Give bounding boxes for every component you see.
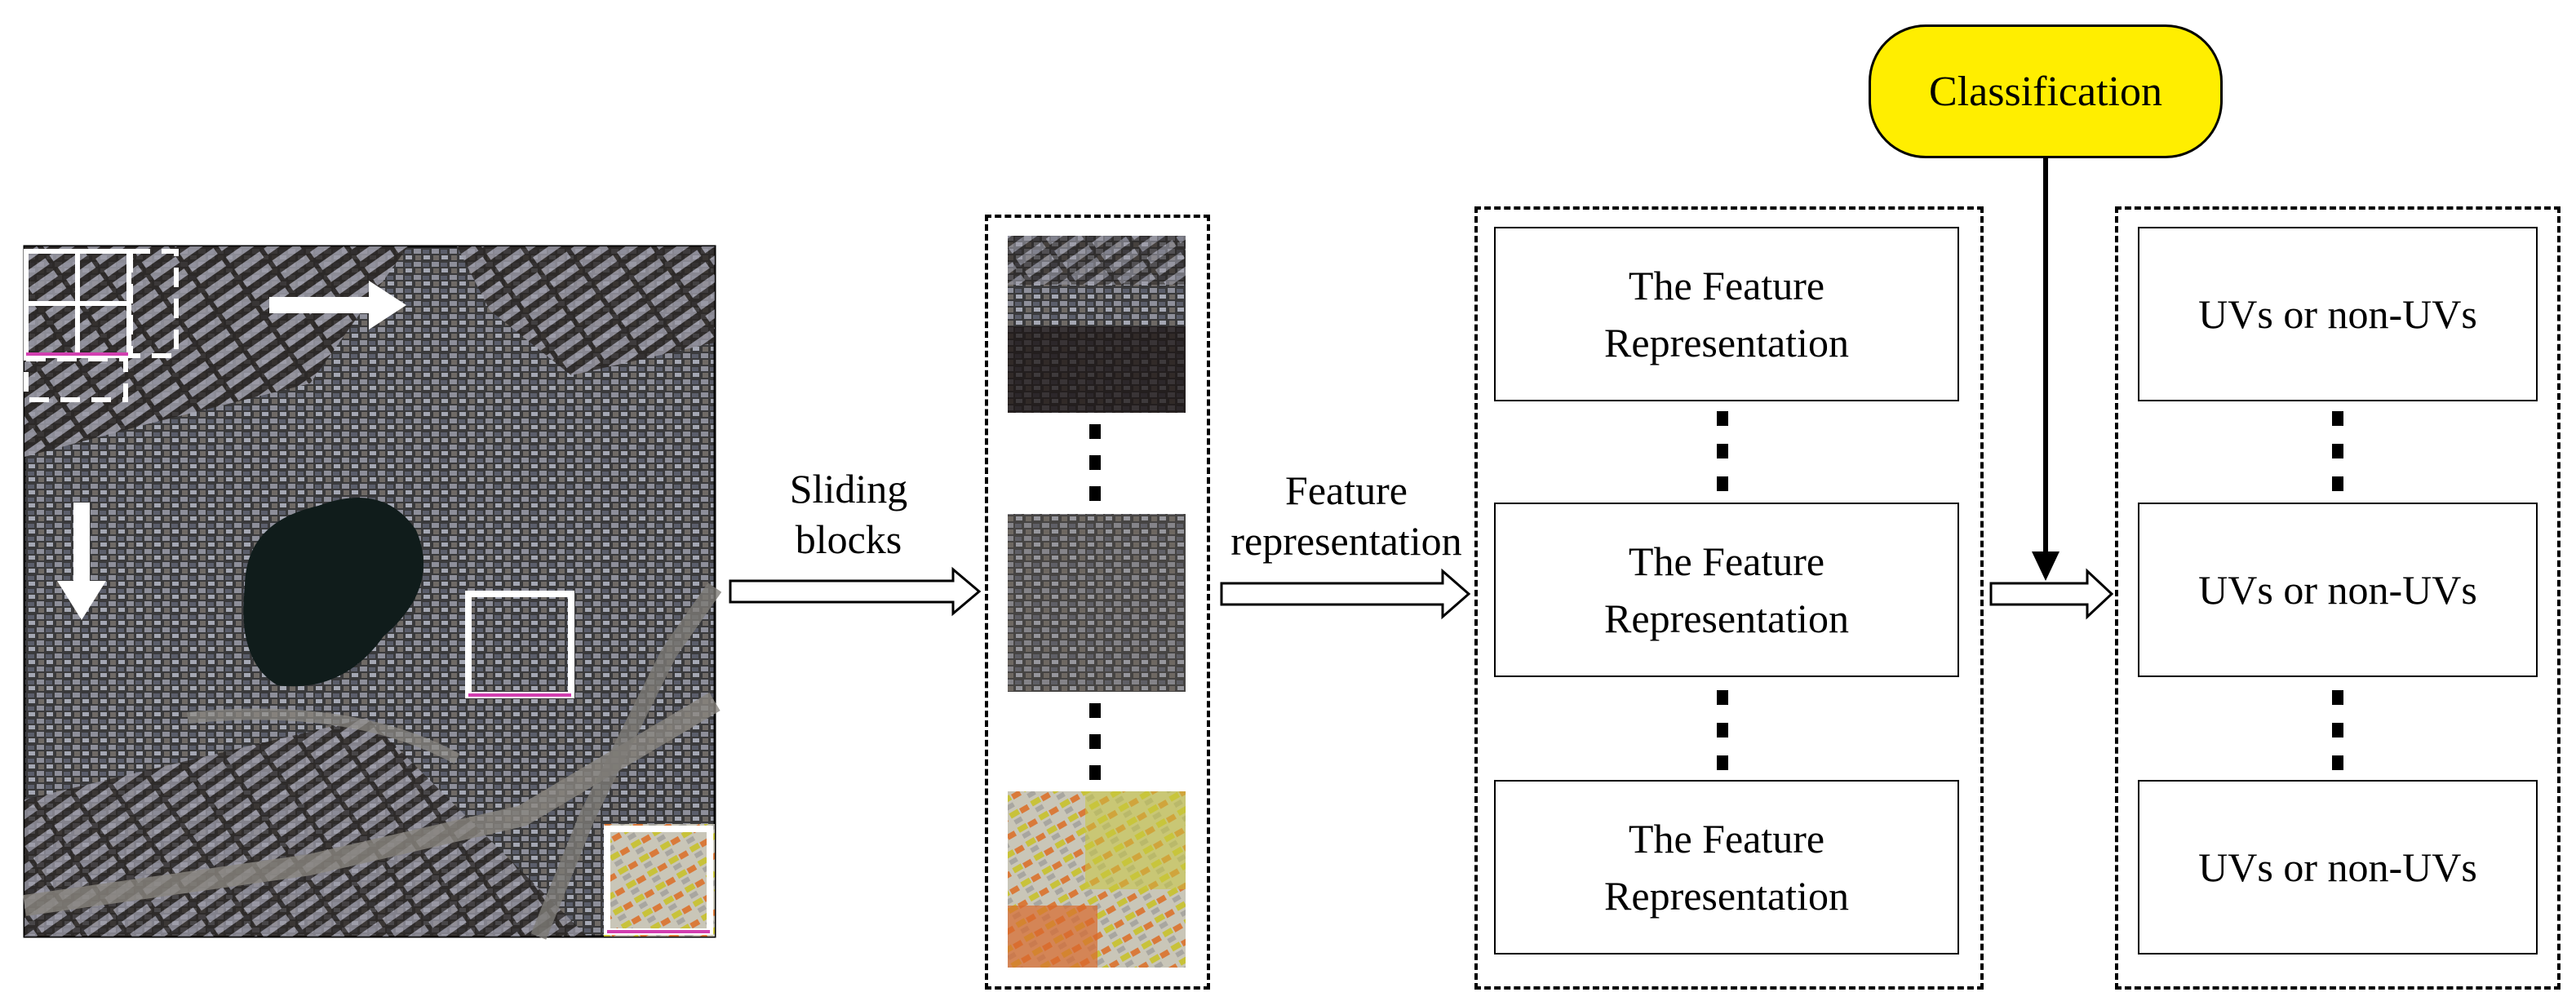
ellipsis-dot [1717,476,1728,491]
feature-box-line2: Representation [1604,596,1849,641]
feature-box: The Feature Representation [1494,503,1959,677]
classification-label: Classification [1929,68,2162,115]
white-solid-arrow [269,281,406,330]
ellipsis-dot [2332,690,2343,705]
feature-representation-label: Feature representation [1208,465,1485,566]
sliding-window-start [24,249,179,402]
ellipsis-dot [1089,424,1101,439]
feature-box-line1: The Feature [1628,263,1825,308]
ellipsis-dot [1717,755,1728,770]
ellipsis-dot [1717,411,1728,426]
sliding-blocks-line1: Sliding [789,466,908,512]
result-column [2115,206,2560,990]
result-box: UVs or non-UVs [2138,503,2538,677]
feature-box-line2: Representation [1604,873,1849,919]
feature-representation-line1: Feature [1285,467,1408,513]
feature-representation-line2: representation [1230,518,1462,564]
sliding-blocks-label: Sliding blocks [759,463,938,565]
feature-box: The Feature Representation [1494,227,1959,401]
ellipsis-dot [2332,723,2343,737]
ellipsis-dot [1717,444,1728,458]
feature-box-line2: Representation [1604,320,1849,365]
ellipsis-dot [1089,455,1101,470]
classification-node: Classification [1869,24,2223,158]
result-box: UVs or non-UVs [2138,227,2538,401]
ellipsis-dot [1717,690,1728,705]
ellipsis-dot [1717,723,1728,737]
ellipsis-dot [2332,444,2343,458]
ellipsis-dot [1089,486,1101,501]
ellipsis-dot [1089,734,1101,749]
ellipsis-dot [2332,755,2343,770]
ellipsis-dot [1089,703,1101,718]
patch-column [985,215,1210,990]
result-box: UVs or non-UVs [2138,780,2538,954]
ellipsis-dot [2332,476,2343,491]
sliding-blocks-line2: blocks [795,516,902,562]
ellipsis-dot [2332,411,2343,426]
result-box-label: UVs or non-UVs [2198,567,2477,613]
feature-box: The Feature Representation [1494,780,1959,954]
feature-box-line1: The Feature [1628,538,1825,584]
result-box-label: UVs or non-UVs [2198,844,2477,890]
result-box-label: UVs or non-UVs [2198,291,2477,337]
feature-box-line1: The Feature [1628,816,1825,861]
feature-column [1474,206,1984,990]
white-solid-arrow [57,503,106,620]
ellipsis-dot [1089,765,1101,780]
